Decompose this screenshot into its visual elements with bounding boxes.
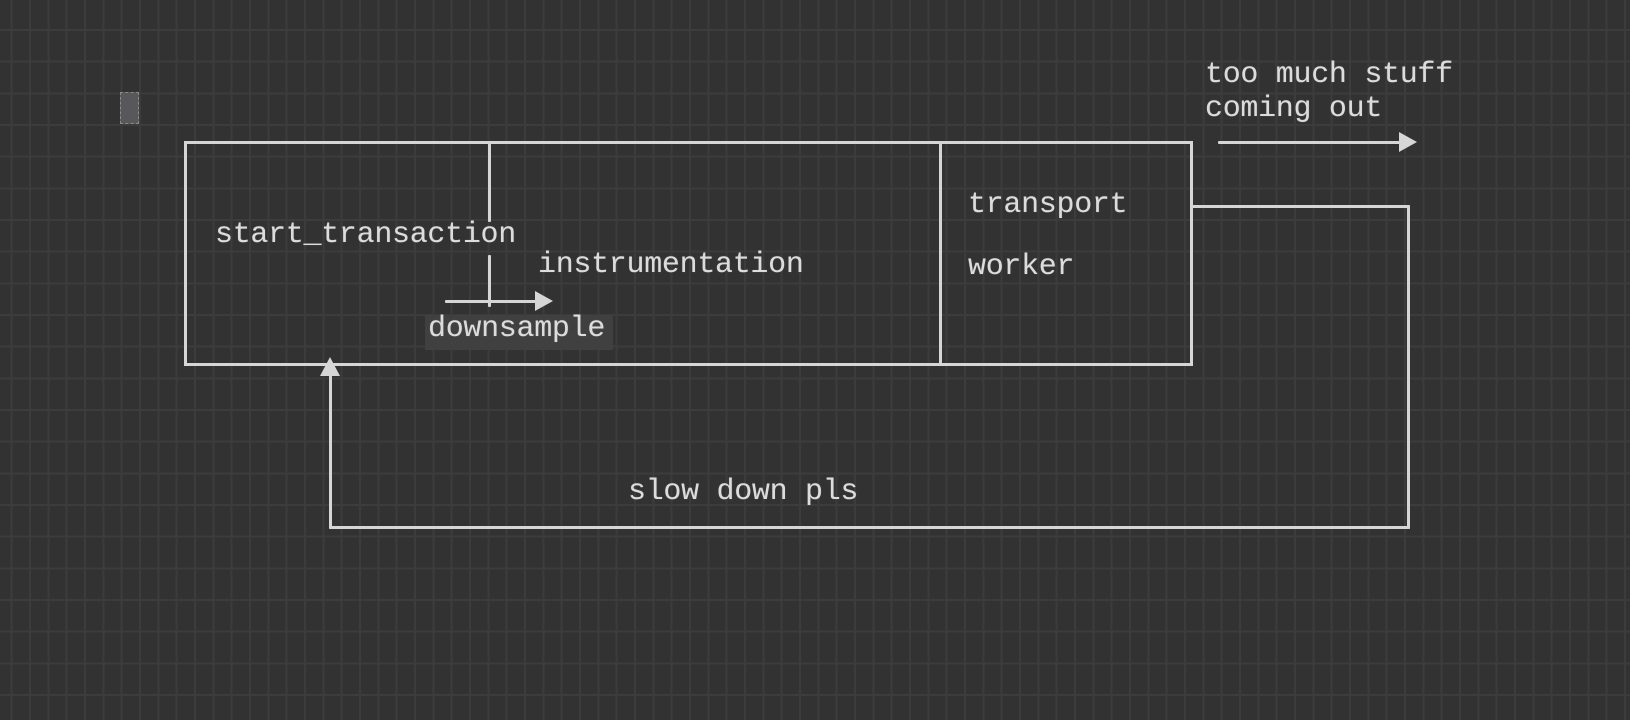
cell-divider-lower [488,255,491,307]
label-transport: transport [968,188,1128,222]
output-arrow-line [1218,141,1400,144]
feedback-loop-top [1190,205,1410,208]
downsample-arrowhead-icon [535,291,553,311]
label-instrumentation: instrumentation [538,248,804,282]
feedback-loop-left [329,374,332,529]
label-output-line2: coming out [1205,92,1383,126]
feedback-loop-bottom [329,526,1410,529]
feedback-arrowhead-icon [320,357,340,376]
cell-divider-upper [488,141,491,222]
label-downsample: downsample [428,312,606,346]
label-worker: worker [968,250,1075,284]
downsample-selection-highlight [425,315,613,350]
downsample-arrow-line [445,300,537,303]
label-slow-down: slow down pls [628,475,859,509]
label-output-line1: too much stuff [1205,58,1453,92]
pipeline-outer-box [184,141,1193,366]
text-cursor-cell [120,92,139,124]
transport-divider [939,141,942,366]
feedback-loop-right [1407,205,1410,529]
output-arrowhead-icon [1399,132,1417,152]
label-start-transaction: start_transaction [215,218,516,252]
